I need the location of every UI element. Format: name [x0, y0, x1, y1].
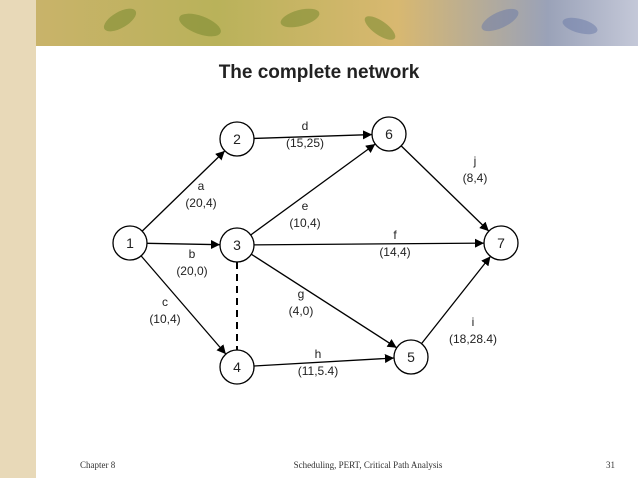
edge-label-e-name: e — [302, 199, 309, 213]
edge-label-a-params: (20,4) — [185, 196, 216, 210]
edge-label-c-name: c — [162, 295, 168, 309]
node-5-label: 5 — [407, 349, 415, 365]
edge-g — [250, 253, 398, 349]
edge-j — [400, 145, 490, 232]
slide-content-area — [36, 46, 638, 478]
edge-label-b-name: b — [189, 247, 196, 261]
edge-b — [146, 239, 221, 250]
node-6 — [371, 116, 407, 152]
node-7-label: 7 — [497, 235, 505, 251]
edge-d — [253, 130, 373, 140]
edge-label-a-name: a — [198, 179, 205, 193]
edge-label-h-name: h — [315, 347, 322, 361]
edge-label-b-params: (20,0) — [176, 264, 207, 278]
node-2 — [219, 121, 255, 157]
edge-label-d-params: (15,25) — [286, 136, 324, 150]
node-6-label: 6 — [385, 126, 393, 142]
footer-page-number: 31 — [606, 460, 615, 470]
edge-label-e-params: (10,4) — [289, 216, 320, 230]
edge-label-f-params: (14,4) — [379, 245, 410, 259]
node-7 — [483, 225, 519, 261]
edge-label-j-params: (8,4) — [463, 171, 488, 185]
node-3 — [219, 227, 255, 263]
edge-h — [253, 353, 395, 367]
edge-c — [140, 255, 227, 355]
edge-label-d-name: d — [302, 119, 309, 133]
footer-subject: Scheduling, PERT, Critical Path Analysis — [293, 460, 443, 470]
node-4-label: 4 — [233, 359, 241, 375]
edge-a — [141, 150, 226, 232]
edge-label-i-params: (18,28.4) — [449, 332, 497, 346]
edge-label-j-name: j — [473, 154, 477, 168]
footer-chapter: Chapter 8 — [80, 460, 116, 470]
edge-e — [250, 143, 376, 236]
edge-label-c-params: (10,4) — [149, 312, 180, 326]
edge-label-g-params: (4,0) — [289, 304, 314, 318]
edge-i — [421, 255, 491, 345]
node-5 — [393, 339, 429, 375]
node-2-label: 2 — [233, 131, 241, 147]
node-3-label: 3 — [233, 237, 241, 253]
edge-label-g-name: g — [298, 287, 305, 301]
edge-label-i-name: i — [472, 315, 475, 329]
edge-f — [253, 238, 485, 248]
slide-title: The complete network — [218, 62, 420, 83]
node-1-label: 1 — [126, 235, 134, 251]
node-4 — [219, 349, 255, 385]
edge-label-f-name: f — [393, 228, 397, 242]
node-1 — [112, 225, 148, 261]
edge-label-h-params: (11,5.4) — [298, 364, 338, 378]
